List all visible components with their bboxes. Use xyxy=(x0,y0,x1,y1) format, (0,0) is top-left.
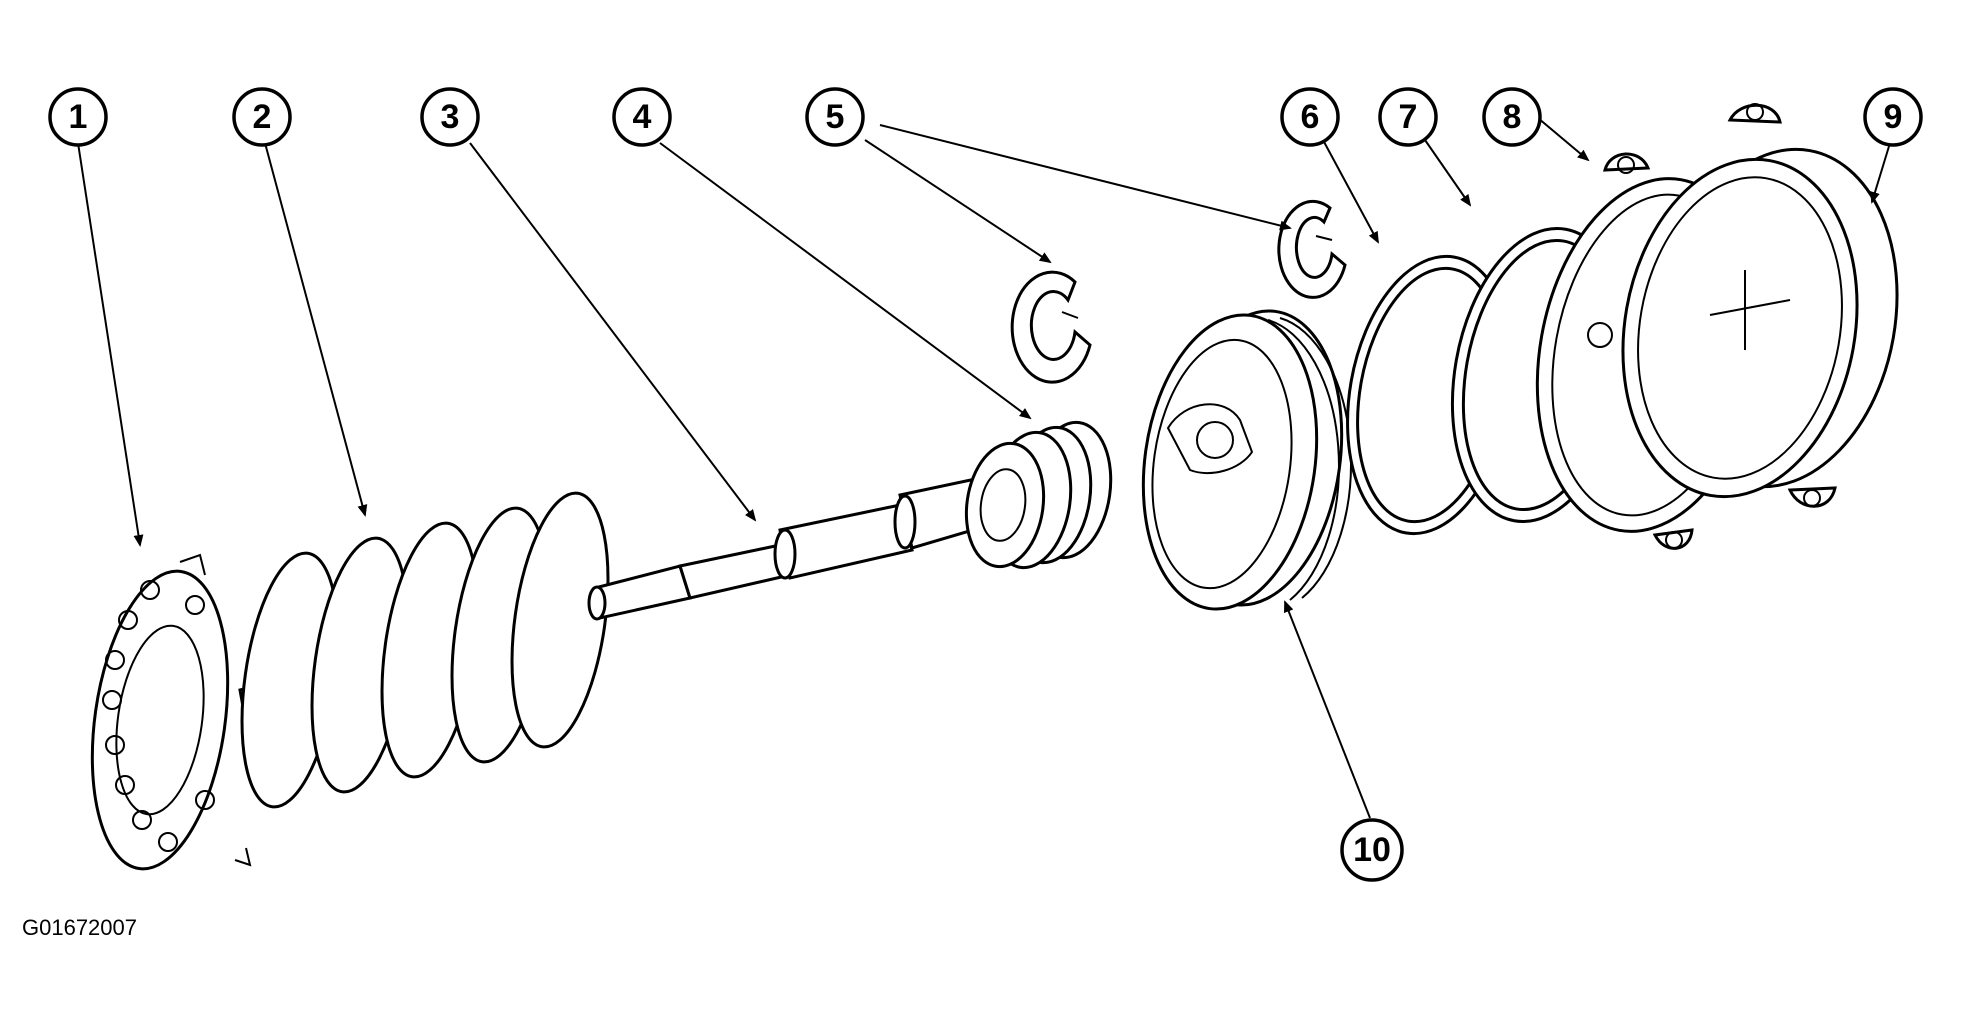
callout-8: 8 xyxy=(1482,87,1542,147)
callout-9-label: 9 xyxy=(1884,98,1903,136)
leader-lines xyxy=(77,117,1891,819)
callout-1: 1 xyxy=(48,87,108,147)
callout-6: 6 xyxy=(1280,87,1340,147)
part-5-e-clip-left xyxy=(1010,270,1092,384)
callout-6-label: 6 xyxy=(1301,98,1320,136)
callout-7: 7 xyxy=(1378,87,1438,147)
callout-4: 4 xyxy=(612,87,672,147)
callout-10-label: 10 xyxy=(1353,831,1391,869)
callout-9: 9 xyxy=(1863,87,1923,147)
callout-3-label: 3 xyxy=(441,98,460,136)
callout-3: 3 xyxy=(420,87,480,147)
callout-5: 5 xyxy=(805,87,865,147)
callout-1-label: 1 xyxy=(69,98,88,136)
part-5-e-clip-right xyxy=(1277,199,1347,299)
callout-2-label: 2 xyxy=(253,98,272,136)
callout-5-label: 5 xyxy=(826,98,845,136)
part-4-seal-cup xyxy=(964,420,1113,570)
callout-8-label: 8 xyxy=(1503,98,1522,136)
part-3-piston-rod xyxy=(587,476,992,621)
figure-code: G01672007 xyxy=(22,915,137,940)
callout-4-label: 4 xyxy=(633,98,652,136)
callout-10: 10 xyxy=(1340,818,1404,882)
callout-2: 2 xyxy=(232,87,292,147)
callout-7-label: 7 xyxy=(1399,98,1418,136)
part-2-coil-spring xyxy=(240,491,610,809)
part-10-piston xyxy=(1141,309,1352,611)
part-9-servo-cover xyxy=(1621,103,1899,508)
